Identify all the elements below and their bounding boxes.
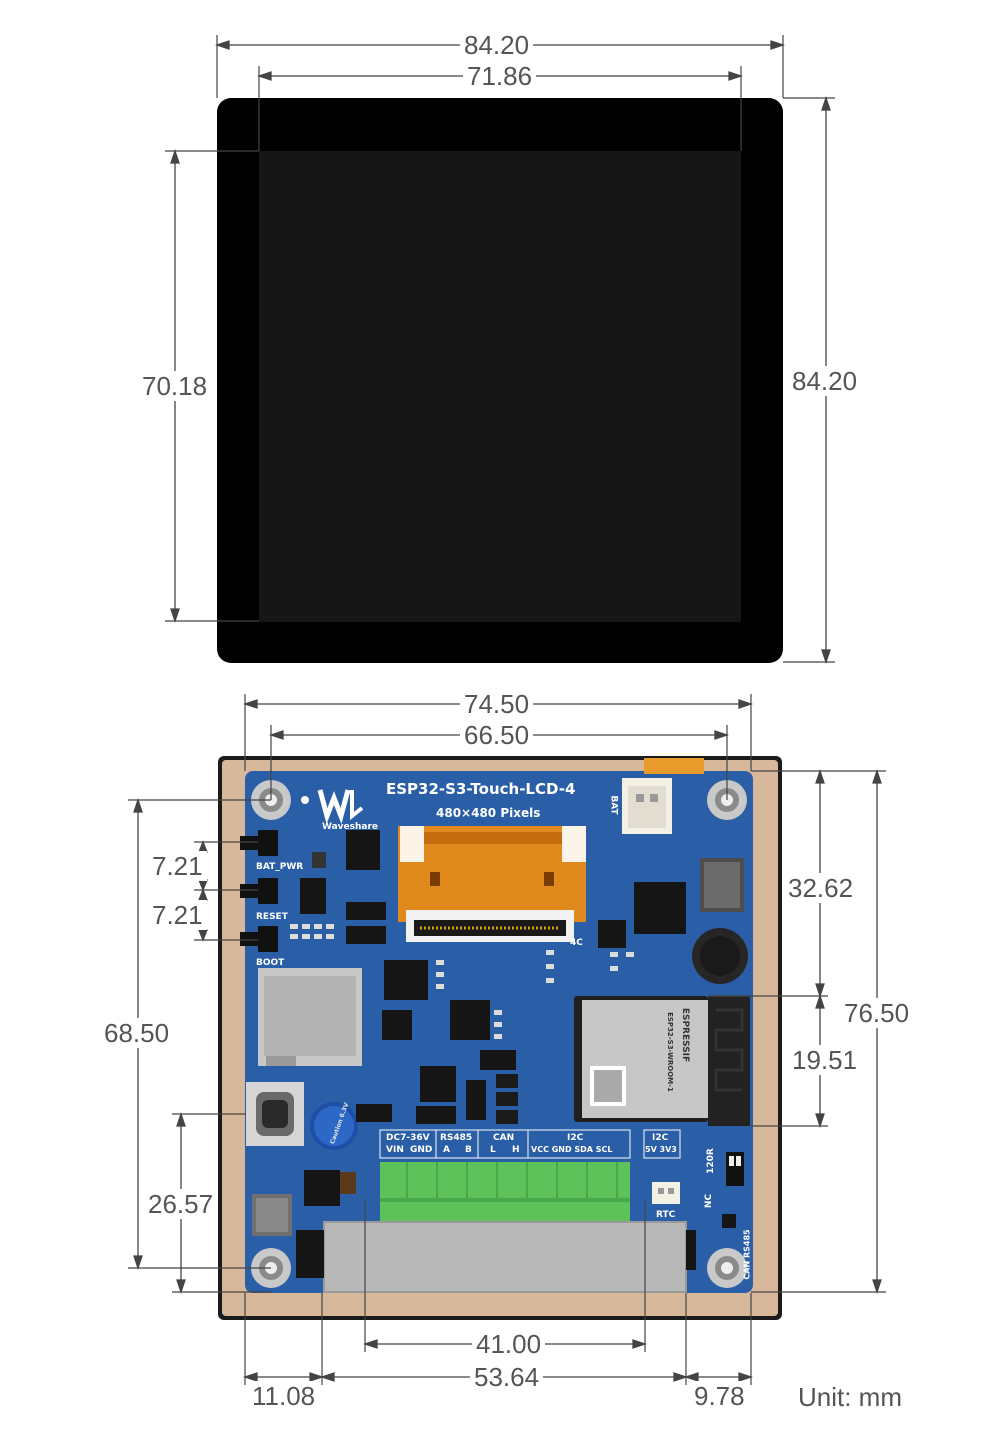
dim-left-offset: 11.08 <box>248 1381 320 1411</box>
dim-top-to-module: 32.62 <box>784 873 858 903</box>
dim-display-width: 71.86 <box>463 61 537 91</box>
dip-switch <box>726 1152 744 1186</box>
metal-shield <box>324 1222 686 1292</box>
dim-board-height: 76.50 <box>840 998 914 1028</box>
display-area <box>259 151 741 622</box>
battery-connector <box>622 778 672 834</box>
dim-button-spacing-2: 7.21 <box>148 900 207 930</box>
reset-button <box>240 878 278 904</box>
nc-label: NC <box>704 1193 715 1209</box>
i2c-pins-label: VCC GND SDA SCL <box>531 1145 613 1154</box>
resolution-label: 480×480 Pixels <box>436 806 541 820</box>
bat-pwr-label: BAT_PWR <box>256 862 304 872</box>
dim-board-width: 74.50 <box>460 689 534 719</box>
120r-label: 120R <box>705 1148 716 1174</box>
rtc-label: RTC <box>656 1210 676 1220</box>
dim-right-offset: 9.78 <box>690 1381 749 1411</box>
sd-card-slot <box>258 968 362 1066</box>
dim-display-height: 70.18 <box>138 371 212 401</box>
a-label: A <box>443 1145 450 1155</box>
dim-hole-spacing-x: 66.50 <box>460 720 534 750</box>
usb-c-port <box>246 1082 304 1146</box>
b-label: B <box>465 1145 472 1155</box>
bat-pwr-button <box>240 830 278 856</box>
terminal-block <box>380 1162 630 1226</box>
gnd-label: GND <box>410 1145 433 1155</box>
dim-button-spacing-1: 7.21 <box>148 851 207 881</box>
dim-bottom-span: 53.64 <box>470 1362 544 1392</box>
fpc-label: 4C <box>570 938 583 948</box>
rs485-header-label: RS485 <box>440 1133 473 1143</box>
rtc-connector <box>652 1182 680 1204</box>
vin-label: VIN <box>386 1145 404 1155</box>
mounting-hole-br <box>707 1248 747 1288</box>
dim-usb-position: 26.57 <box>144 1189 218 1219</box>
brand-label: Waveshare <box>322 822 379 832</box>
can-rs485-label: CAN RS485 <box>742 1229 752 1280</box>
h-label: H <box>512 1145 520 1155</box>
unit-label: Unit: mm <box>794 1382 906 1412</box>
dim-hole-spacing-y: 68.50 <box>100 1018 174 1048</box>
i2c-right-pins-label: 5V 3V3 <box>645 1145 677 1154</box>
l-label: L <box>490 1145 496 1155</box>
module-brand-label: ESPRESSIF <box>680 1007 691 1063</box>
boot-button <box>240 926 278 952</box>
capacitor <box>310 1102 358 1150</box>
i2c-header-label: I2C <box>567 1133 584 1143</box>
dim-module-height: 19.51 <box>788 1045 862 1075</box>
can-header-label: CAN <box>493 1133 515 1143</box>
dim-terminal-width: 41.00 <box>472 1329 546 1359</box>
dim-outer-height: 84.20 <box>788 366 862 396</box>
i2c-right-header-label: I2C <box>652 1133 669 1143</box>
dc-header-label: DC7-36V <box>386 1133 430 1143</box>
dim-outer-width: 84.20 <box>460 30 534 60</box>
reset-label: RESET <box>256 912 288 922</box>
bat-label: BAT <box>608 795 619 815</box>
waveshare-logo-icon <box>301 789 364 825</box>
module-model-label: ESP32-S3-WROOM-1 <box>665 1012 674 1092</box>
product-name: ESP32-S3-Touch-LCD-4 <box>386 780 576 798</box>
esp32-s3-module <box>574 996 750 1126</box>
boot-label: BOOT <box>256 958 285 968</box>
